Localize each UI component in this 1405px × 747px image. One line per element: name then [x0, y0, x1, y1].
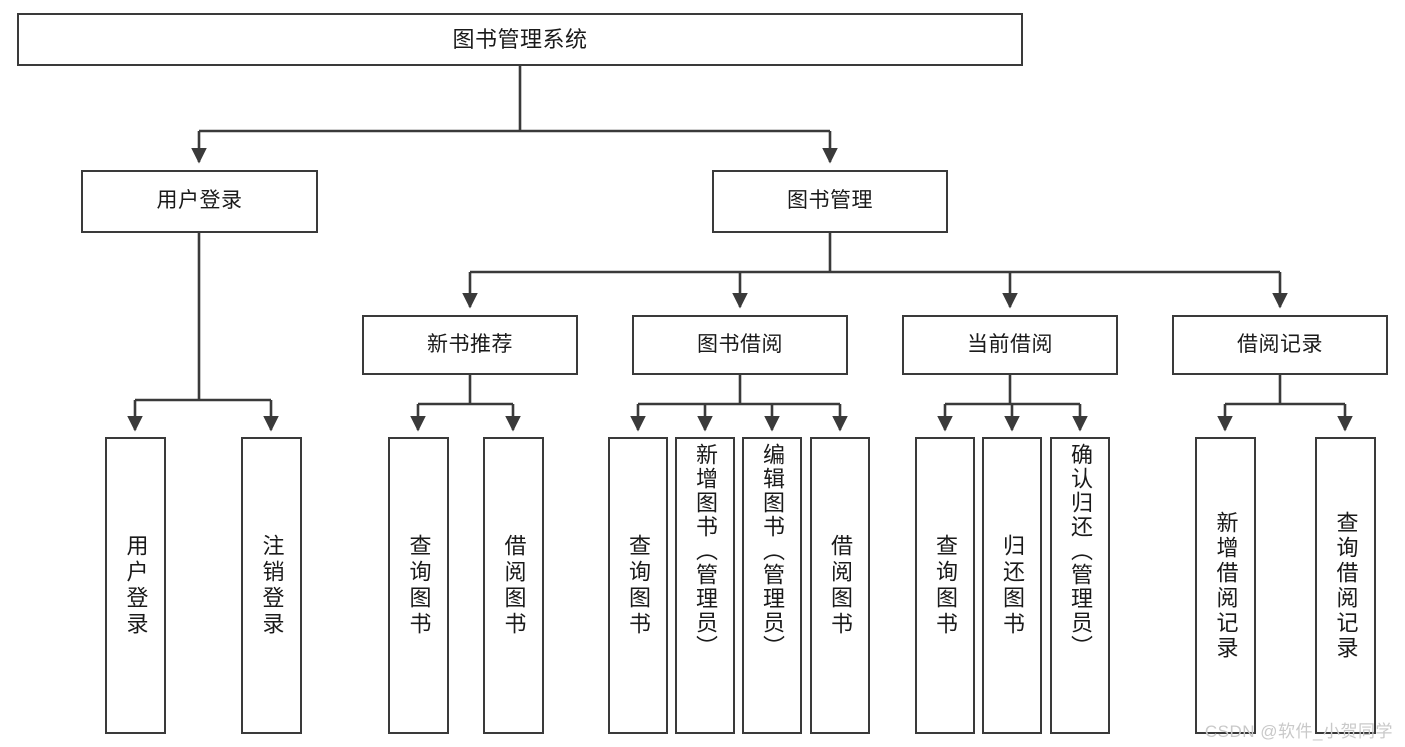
leaf-query-books-current[interactable]: 查询图书 [915, 437, 975, 734]
node-label: 查询图书 [406, 533, 432, 638]
node-label: 当前借阅 [967, 332, 1053, 356]
leaf-confirm-return-admin[interactable]: 确认归还（管理员） [1050, 437, 1110, 734]
leaf-borrow-books-new[interactable]: 借阅图书 [483, 437, 544, 734]
node-label: 借阅图书 [828, 533, 853, 638]
leaf-user-login[interactable]: 用户登录 [105, 437, 166, 734]
node-borrow-records[interactable]: 借阅记录 [1172, 315, 1388, 375]
leaf-query-books-borrow[interactable]: 查询图书 [608, 437, 668, 734]
node-label: 确认归还（管理员） [1068, 443, 1093, 659]
node-label: 查询图书 [626, 533, 651, 638]
node-current-borrow[interactable]: 当前借阅 [902, 315, 1118, 375]
node-label: 新增图书（管理员） [693, 443, 718, 659]
node-label: 注销登录 [259, 533, 285, 638]
node-label: 新增借阅记录 [1213, 510, 1239, 661]
leaf-query-books-new[interactable]: 查询图书 [388, 437, 449, 734]
node-new-book-recommend[interactable]: 新书推荐 [362, 315, 578, 375]
node-label: 图书管理系统 [452, 26, 588, 52]
node-label: 借阅图书 [501, 533, 527, 638]
leaf-add-book-admin[interactable]: 新增图书（管理员） [675, 437, 735, 734]
node-label: 查询借阅记录 [1333, 510, 1359, 661]
leaf-borrow-books[interactable]: 借阅图书 [810, 437, 870, 734]
node-root-system[interactable]: 图书管理系统 [17, 13, 1023, 66]
node-user-login[interactable]: 用户登录 [81, 170, 318, 233]
leaf-add-borrow-record[interactable]: 新增借阅记录 [1195, 437, 1256, 734]
node-label: 用户登录 [123, 533, 149, 638]
node-label: 归还图书 [1000, 533, 1025, 638]
node-label: 借阅记录 [1237, 332, 1323, 356]
node-label: 图书管理 [787, 189, 873, 213]
node-label: 用户登录 [156, 189, 243, 213]
node-label: 图书借阅 [697, 332, 783, 356]
node-label: 编辑图书（管理员） [760, 443, 785, 659]
node-book-borrow[interactable]: 图书借阅 [632, 315, 848, 375]
node-label: 新书推荐 [427, 332, 513, 356]
leaf-return-books[interactable]: 归还图书 [982, 437, 1042, 734]
node-book-management[interactable]: 图书管理 [712, 170, 948, 233]
node-label: 查询图书 [933, 533, 958, 638]
leaf-user-logout[interactable]: 注销登录 [241, 437, 302, 734]
leaf-edit-book-admin[interactable]: 编辑图书（管理员） [742, 437, 802, 734]
leaf-query-borrow-record[interactable]: 查询借阅记录 [1315, 437, 1376, 734]
watermark: CSDN @软件_小贺同学 [1204, 722, 1393, 741]
